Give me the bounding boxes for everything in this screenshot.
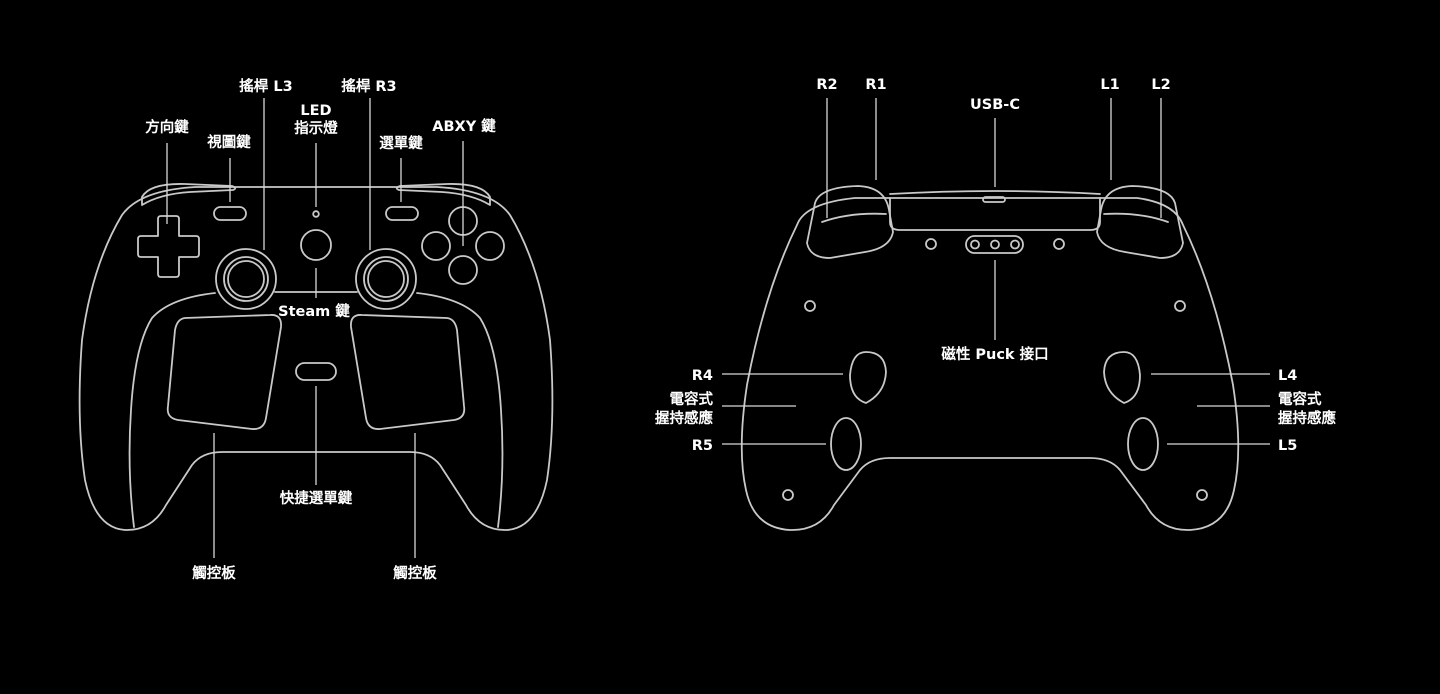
left-stick-inner [227, 260, 265, 298]
label-stick-r3: 搖桿 R3 [341, 77, 396, 95]
front-controller-body [78, 186, 554, 531]
label-led-line2: 指示燈 [294, 119, 338, 137]
back-top-rail-inner [889, 197, 1101, 231]
label-l5: L5 [1278, 438, 1297, 454]
front-left-bumper [141, 183, 237, 206]
label-r4: R4 [692, 368, 713, 384]
puck-pin-3 [1010, 239, 1020, 250]
label-steam-button: Steam 鍵 [278, 302, 350, 320]
back-right-trigger-l2 [1096, 185, 1184, 259]
label-trackpad-right: 觸控板 [393, 564, 437, 582]
back-labels: R2 R1 USB-C L1 L2 磁性 Puck 接口 R4 電容式 握持感應… [655, 77, 1336, 454]
front-right-bumper [395, 183, 491, 206]
label-dpad: 方向鍵 [145, 118, 189, 136]
right-stick-ring [355, 248, 417, 310]
label-grip-left-line1: 電容式 [670, 390, 714, 408]
label-usbc: USB-C [970, 97, 1020, 113]
paddle-l4-shape [1103, 351, 1141, 404]
front-labels: 方向鍵 視圖鍵 搖桿 L3 LED 指示燈 搖桿 R3 選單鍵 ABXY 鍵 S… [145, 77, 496, 582]
puck-pin-2 [990, 239, 1000, 250]
quick-access-button-shape [295, 362, 337, 381]
left-trackpad-shape [166, 314, 282, 430]
back-screw-ll [782, 489, 794, 501]
label-stick-l3: 搖桿 L3 [239, 77, 292, 95]
label-l4: L4 [1278, 368, 1297, 384]
back-leader-lines [722, 98, 1270, 445]
label-l2: L2 [1151, 77, 1170, 93]
paddle-l5-shape [1127, 417, 1159, 471]
label-trackpad-left: 觸控板 [192, 564, 236, 582]
abxy-left [421, 231, 451, 261]
label-led-line1: LED [300, 103, 331, 119]
label-menu-button: 選單鍵 [379, 134, 423, 152]
label-grip-right-line1: 電容式 [1278, 390, 1322, 408]
back-left-bumper-r1 [821, 212, 887, 223]
label-l1: L1 [1100, 77, 1119, 93]
label-abxy: ABXY 鍵 [432, 117, 496, 135]
right-stick-inner [367, 260, 405, 298]
back-hole-left-top [925, 238, 937, 250]
left-stick-cap [223, 256, 269, 302]
back-top-rail [889, 190, 1101, 195]
usbc-port-shape [982, 196, 1006, 203]
puck-pin-1 [970, 239, 980, 250]
led-indicator-shape [312, 210, 320, 218]
label-quick-access: 快捷選單鍵 [280, 489, 353, 507]
puck-connector-shape [965, 235, 1024, 254]
abxy-right [475, 231, 505, 261]
back-hole-right-top [1053, 238, 1065, 250]
label-view-button: 視圖鍵 [206, 133, 251, 151]
paddle-r5-shape [830, 417, 862, 471]
label-grip-left-line2: 握持感應 [655, 409, 713, 427]
dpad-icon [137, 215, 200, 278]
left-stick-ring [215, 248, 277, 310]
steam-button-shape [300, 229, 332, 261]
back-right-bumper-l1 [1103, 212, 1169, 223]
back-screw-ul [804, 300, 816, 312]
label-grip-right-line2: 握持感應 [1278, 409, 1336, 427]
label-r1: R1 [865, 77, 886, 93]
label-r5: R5 [692, 438, 713, 454]
front-leader-lines [166, 98, 464, 558]
front-left-grip-panel [128, 292, 216, 528]
abxy-bottom [448, 255, 478, 285]
paddle-r4-shape [849, 351, 887, 404]
menu-button-shape [385, 206, 419, 221]
label-puck: 磁性 Puck 接口 [941, 345, 1048, 363]
back-screw-ur [1174, 300, 1186, 312]
back-controller [740, 185, 1240, 531]
label-r2: R2 [816, 77, 837, 93]
back-controller-body [740, 197, 1240, 531]
right-trackpad-shape [350, 314, 466, 430]
back-left-trigger-r2 [806, 185, 894, 259]
back-screw-lr [1196, 489, 1208, 501]
front-controller [78, 183, 554, 531]
right-stick-cap [363, 256, 409, 302]
view-button-shape [213, 206, 247, 221]
front-right-grip-panel [416, 292, 504, 528]
